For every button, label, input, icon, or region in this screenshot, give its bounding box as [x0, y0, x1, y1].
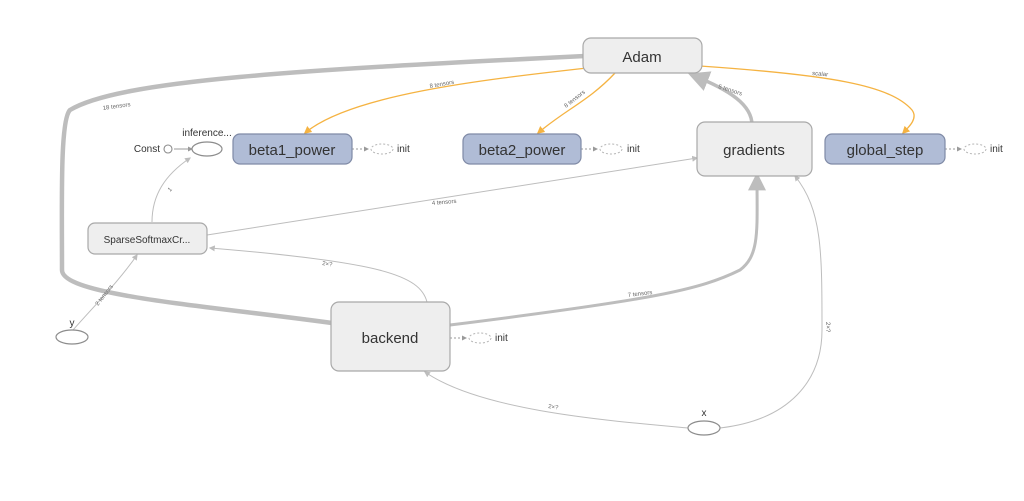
node-init-beta2-label: init — [627, 144, 640, 155]
edge-sparse-inference — [151, 157, 191, 223]
edge-adam-global-step — [699, 65, 915, 135]
node-global-step-label: global_step — [847, 142, 924, 159]
node-const[interactable]: Const — [134, 144, 173, 155]
edge-label-backend-sparse: 2×? — [322, 261, 334, 268]
node-init-backend[interactable]: init — [468, 332, 508, 344]
edge-adam-backend — [59, 53, 586, 326]
node-adam[interactable]: Adam — [582, 37, 703, 74]
edge-backend-sparse — [208, 245, 428, 303]
node-gradients[interactable]: gradients — [696, 121, 813, 177]
edge-gradients-adam — [688, 71, 754, 126]
node-y-label: y — [70, 318, 75, 329]
edge-label-sparse-inference: 1 — [167, 186, 174, 193]
node-sparse-softmax[interactable]: SparseSoftmaxCr... — [87, 222, 208, 255]
node-inference[interactable]: inference... — [182, 128, 232, 157]
node-init-beta1[interactable]: init — [370, 143, 410, 155]
node-x[interactable]: x — [687, 408, 721, 436]
node-init-beta2[interactable]: init — [599, 143, 640, 155]
edge-label-adam-global-step: scalar — [812, 71, 828, 78]
edge-label-x-gradients: 2×? — [824, 322, 830, 333]
node-backend-label: backend — [362, 330, 419, 347]
edge-sparse-gradients — [206, 155, 699, 236]
edge-label-backend-gradients: 7 tensors — [628, 290, 653, 299]
edge-label-adam-beta1: 8 tensors — [429, 80, 454, 90]
edge-adam-beta2 — [536, 72, 616, 135]
node-backend[interactable]: backend — [330, 301, 451, 372]
node-beta1-power-label: beta1_power — [249, 142, 336, 159]
node-beta2-power[interactable]: beta2_power — [462, 133, 582, 165]
edge-label-adam-backend: 18 tensors — [102, 102, 131, 112]
node-beta2-power-label: beta2_power — [479, 142, 566, 159]
node-inference-label: inference... — [182, 128, 231, 139]
edge-x-backend — [424, 371, 689, 429]
edge-label-sparse-gradients: 4 tensors — [432, 199, 457, 207]
node-global-step[interactable]: global_step — [824, 133, 946, 165]
node-init-backend-label: init — [495, 333, 508, 344]
edge-y-sparse — [72, 254, 138, 331]
node-init-global-step[interactable]: init — [963, 143, 1003, 155]
node-init-global-step-label: init — [990, 144, 1003, 155]
node-x-label: x — [702, 408, 707, 419]
edge-x-gradients — [719, 175, 823, 429]
node-sparse-softmax-label: SparseSoftmaxCr... — [104, 235, 191, 246]
node-adam-label: Adam — [622, 49, 661, 66]
edge-adam-beta1 — [303, 67, 588, 135]
node-init-beta1-label: init — [397, 144, 410, 155]
node-y[interactable]: y — [55, 318, 89, 345]
edge-label-x-backend: 2×? — [548, 404, 560, 411]
node-const-label: Const — [134, 144, 160, 155]
node-beta1-power[interactable]: beta1_power — [232, 133, 353, 165]
edge-backend-gradients — [449, 172, 767, 327]
node-gradients-label: gradients — [723, 142, 785, 159]
